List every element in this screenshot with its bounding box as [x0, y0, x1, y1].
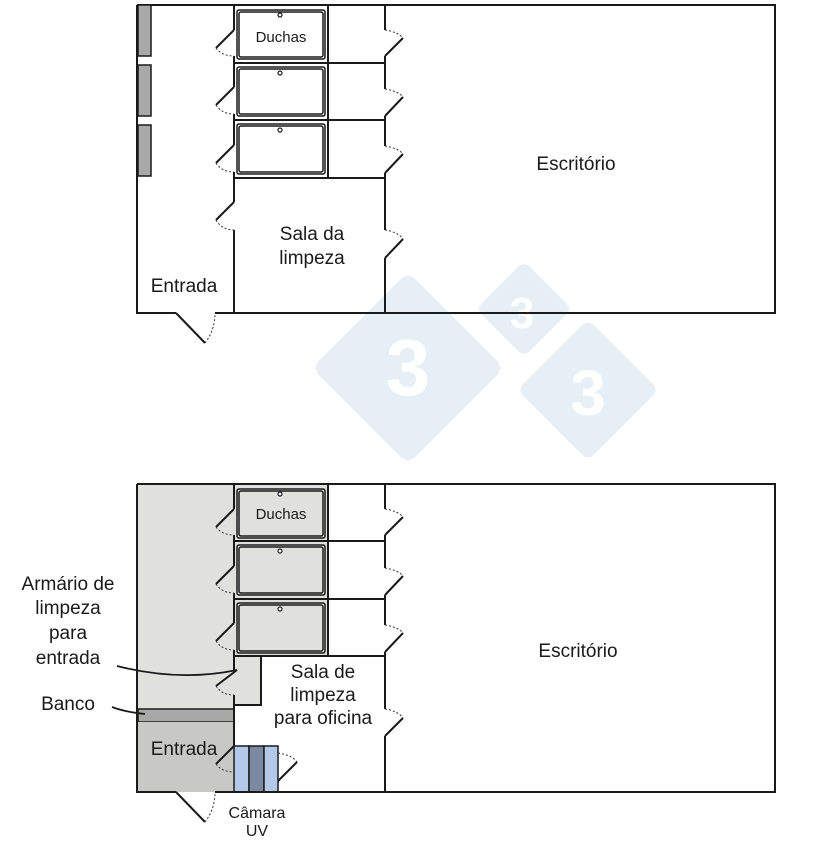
- room-label-cleaning-line1: Sala de: [291, 662, 355, 683]
- plan-after: Duchas Escritório Sala de limpeza para o…: [22, 483, 776, 840]
- room-label-showers: Duchas: [256, 29, 307, 46]
- watermark-logo: 3 3 3: [315, 264, 656, 461]
- watermark-digit: 3: [386, 323, 431, 412]
- drain-icon: [277, 12, 283, 18]
- drain-icon: [277, 606, 283, 612]
- room-label-uv-line2: UV: [246, 823, 269, 840]
- entrance-door[interactable]: [175, 791, 206, 823]
- drain-icon: [277, 548, 283, 554]
- room-label-entrance: Entrada: [151, 276, 218, 297]
- uv-chamber[interactable]: [233, 745, 279, 793]
- watermark-digit: 3: [570, 357, 606, 429]
- clean-zone: [138, 485, 234, 709]
- locker: [137, 64, 152, 117]
- callout-cabinet-line2: limpeza: [35, 598, 101, 619]
- room-label-cleaning-line2: limpeza: [279, 248, 345, 269]
- shower-stalls: [236, 9, 326, 175]
- drain-icon: [277, 70, 283, 76]
- office-doors: [384, 508, 404, 737]
- entrance-door[interactable]: [175, 312, 206, 344]
- room-label-office: Escritório: [538, 641, 617, 662]
- callout-cabinet-line3: para: [49, 623, 87, 644]
- shower-stalls: [236, 488, 326, 654]
- door-swing-icon: [204, 312, 216, 344]
- locker: [137, 4, 152, 57]
- cabinet-leader-line: [116, 665, 238, 677]
- bench: [137, 708, 235, 723]
- room-label-uv-line1: Câmara: [229, 805, 286, 822]
- callout-bench: Banco: [41, 694, 95, 715]
- shower-doors-left: [215, 29, 235, 231]
- room-label-cleaning-line3: para oficina: [274, 708, 373, 729]
- outer-wall: [136, 484, 176, 793]
- entrance-zone: [138, 722, 234, 792]
- office-doors: [384, 29, 404, 259]
- callout-cabinet-line4: entrada: [36, 648, 101, 669]
- locker: [137, 124, 152, 177]
- drain-icon: [277, 491, 283, 497]
- outer-wall: [136, 5, 176, 314]
- cabinet-wall: [234, 656, 262, 706]
- drain-icon: [277, 127, 283, 133]
- room-label-showers: Duchas: [256, 506, 307, 523]
- outer-wall: [137, 483, 776, 793]
- room-label-office: Escritório: [536, 154, 615, 175]
- room-label-cleaning-line2: limpeza: [290, 685, 356, 706]
- callout-cabinet-line1: Armário de: [22, 574, 115, 595]
- bench-leader-line: [111, 706, 146, 715]
- outer-wall: [137, 4, 776, 314]
- shower-doors-left: [215, 508, 238, 773]
- room-label-cleaning-line1: Sala da: [280, 224, 345, 245]
- plan-before: Duchas Escritório Sala da limpeza Entrad…: [136, 4, 776, 344]
- room-label-entrance: Entrada: [151, 739, 218, 760]
- cabinet-zone: [234, 656, 261, 705]
